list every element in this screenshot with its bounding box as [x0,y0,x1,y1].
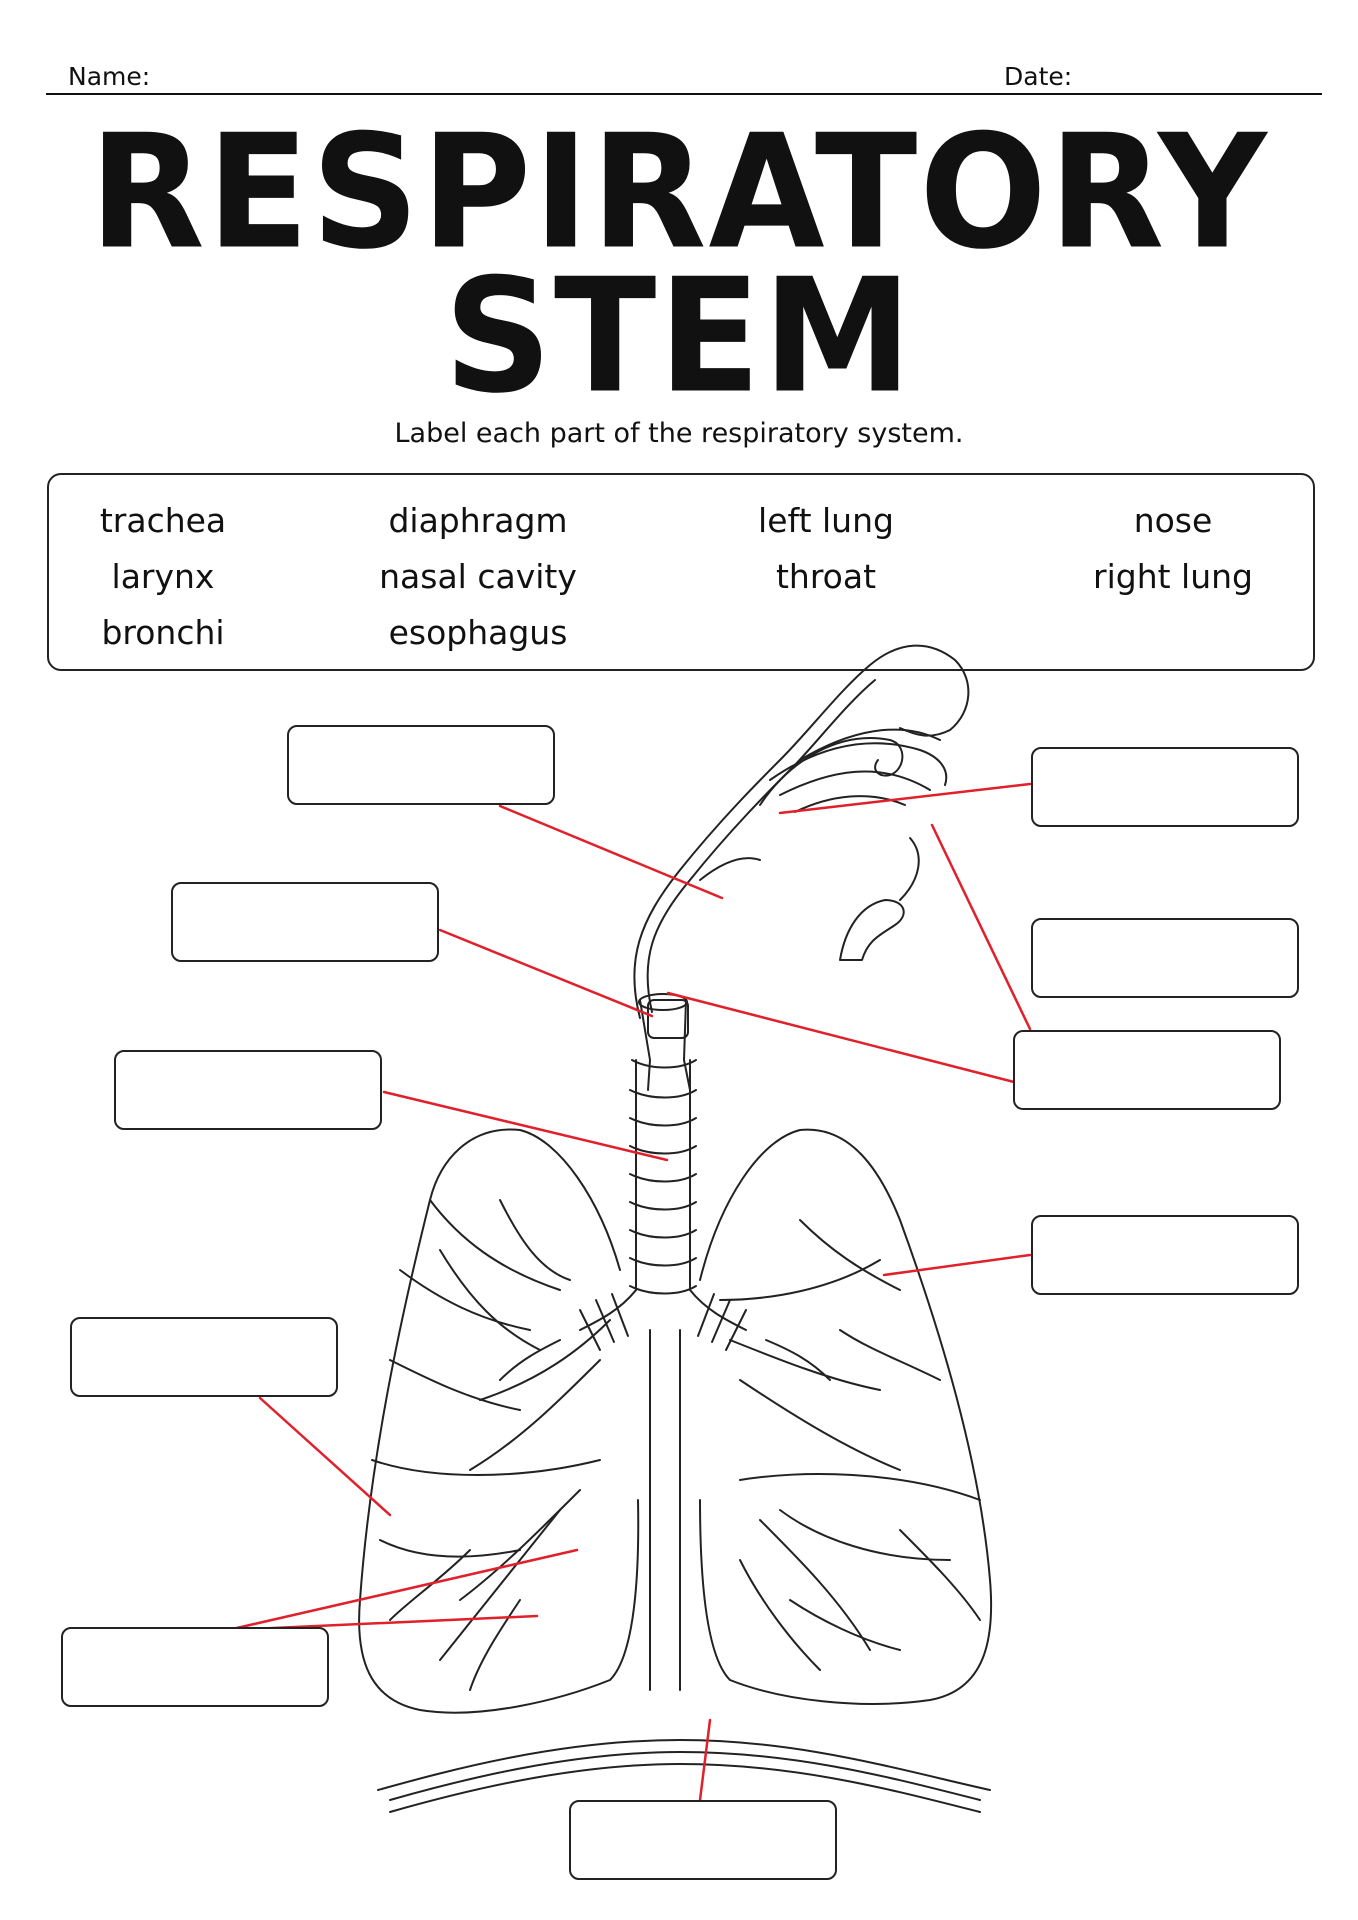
worksheet-title-line-2: STEM [443,245,915,429]
word-bank-item: nose [1133,501,1213,540]
word-bank-item: diaphragm [388,501,568,540]
answer-box-nasal-cavity[interactable] [287,725,555,805]
answer-box-right-lung[interactable] [70,1317,338,1397]
right-lung-drawing [358,1128,640,1714]
answer-box-nostril[interactable] [1031,918,1299,998]
answer-box-trachea[interactable] [114,1050,382,1130]
answer-box-nose[interactable] [1031,747,1299,827]
word-bank-item: esophagus [388,613,568,652]
answer-box-left-lung[interactable] [1031,1215,1299,1295]
nasal-cavity-drawing [633,644,970,1019]
bronchi-drawing [499,1289,831,1381]
name-label: Name: [68,62,151,91]
word-bank-item: right lung [1093,557,1253,596]
worksheet-title-line-1: RESPIRATORY [89,101,1269,285]
trachea-drawing [629,993,697,1295]
word-bank-item: throat [775,557,877,596]
answer-box-diaphragm[interactable] [569,1800,837,1880]
instructions: Label each part of the respiratory syste… [394,418,964,449]
word-bank-item: left lung [758,501,894,540]
word-bank: trachea diaphragm left lung nose larynx … [47,473,1315,671]
name-date-line[interactable] [46,93,1322,95]
word-bank-item: bronchi [101,613,225,652]
answer-box-throat[interactable] [171,882,439,962]
word-bank-item: nasal cavity [379,557,577,596]
answer-box-bronchi[interactable] [61,1627,329,1707]
left-lung-drawing [699,1128,993,1705]
esophagus-drawing [649,1329,681,1691]
date-label: Date: [1004,62,1073,91]
word-bank-item: larynx [111,557,215,596]
answer-box-larynx[interactable] [1013,1030,1281,1110]
word-bank-item: trachea [99,501,227,540]
